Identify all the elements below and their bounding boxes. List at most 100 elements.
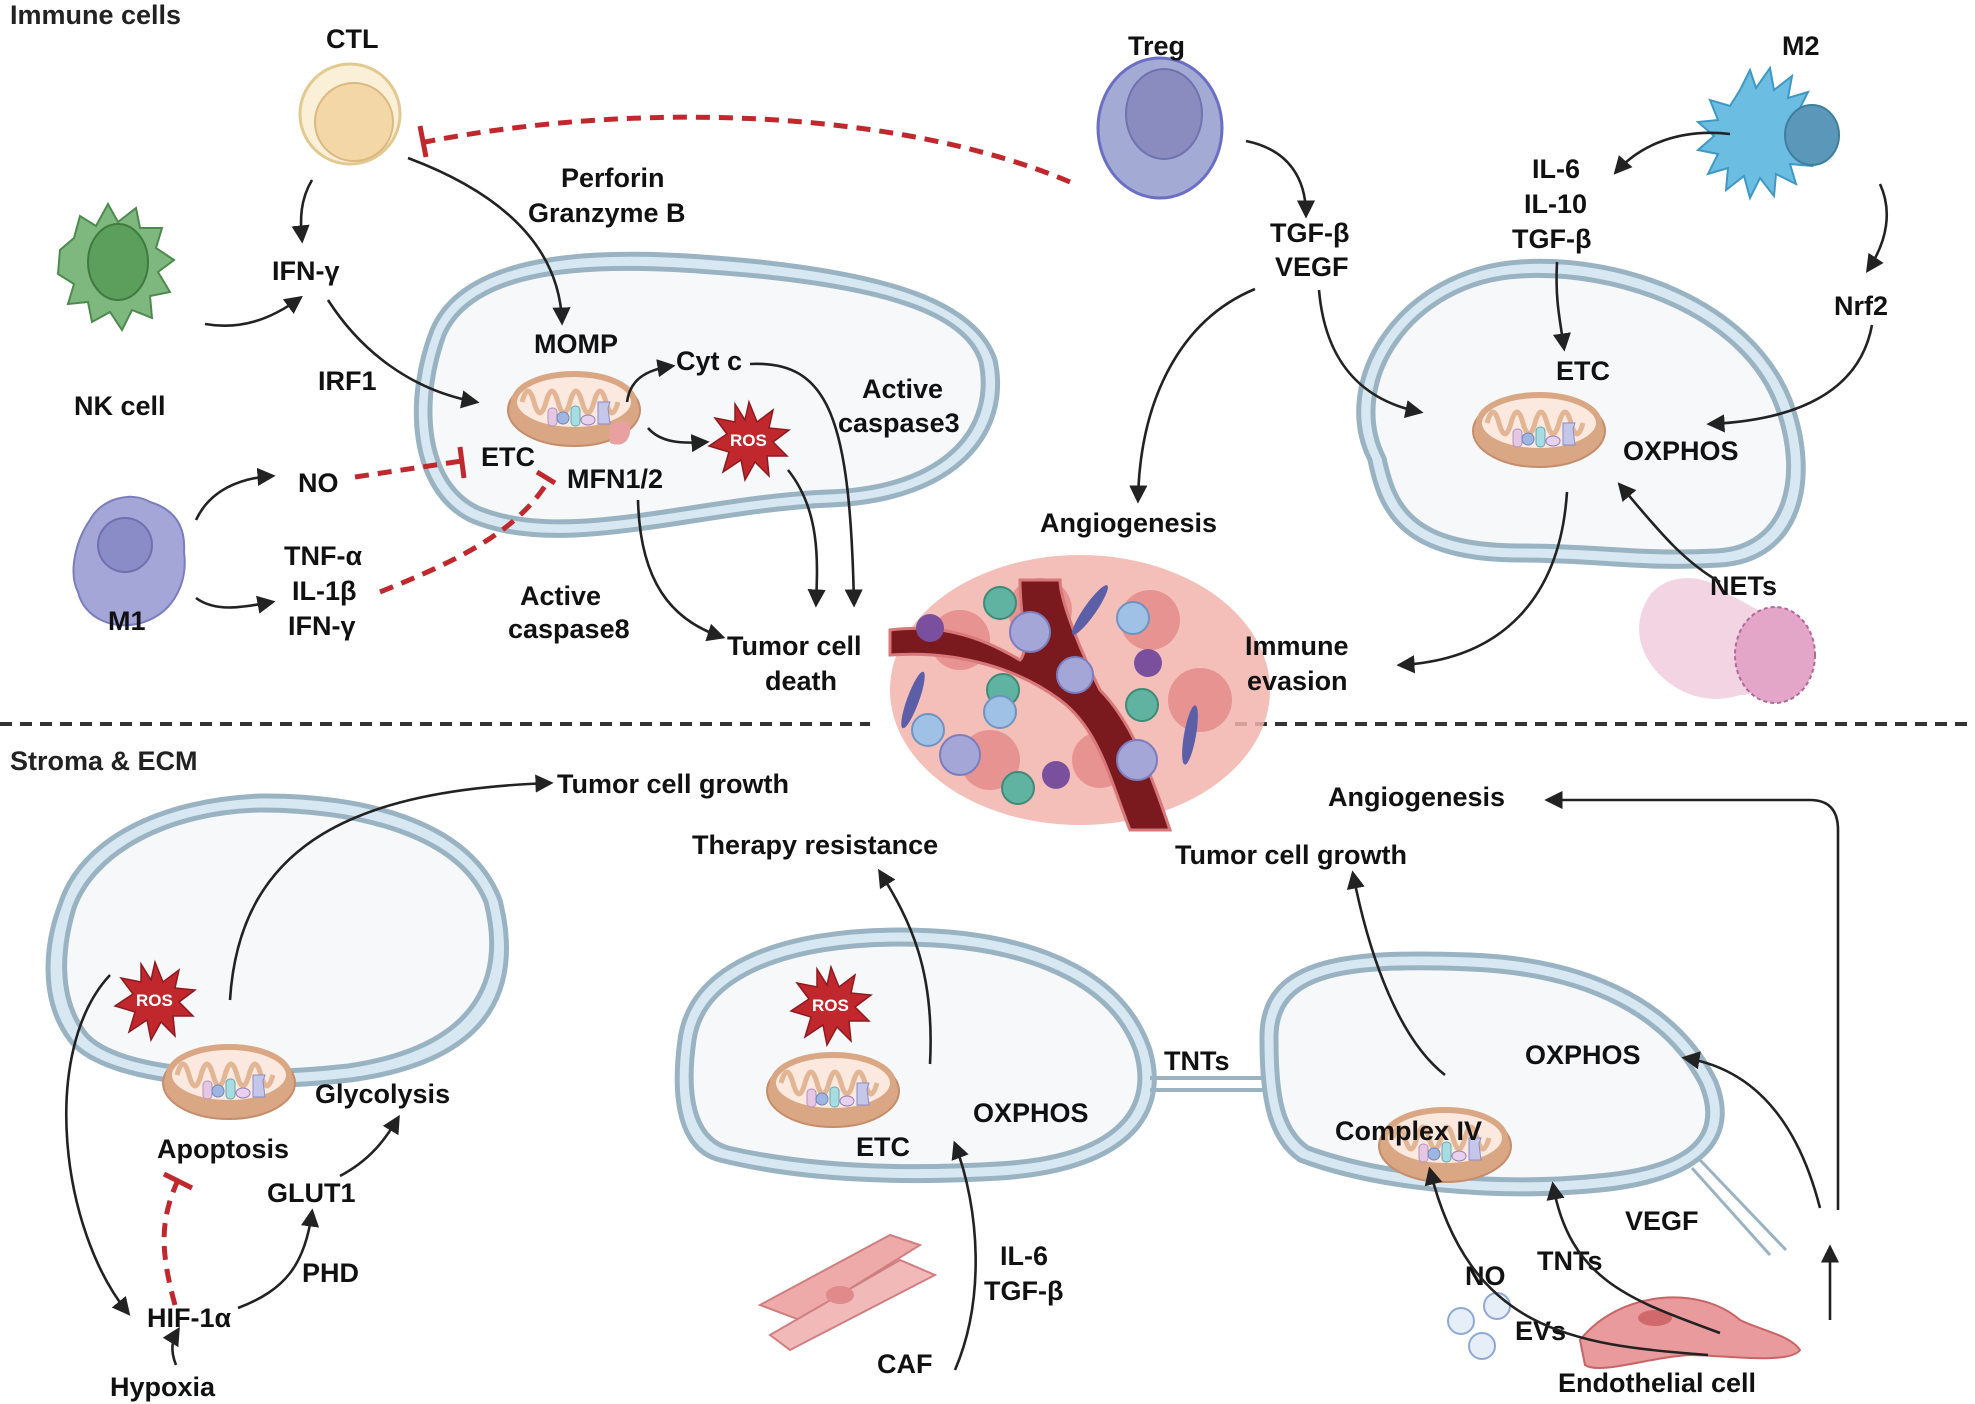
arrow-no-to-cell5: [1546, 1181, 1721, 1335]
arrow-hif-to-glut1: [237, 1208, 320, 1310]
oxphos-label-2: OXPHOS: [973, 1098, 1089, 1128]
nk-cell-label: NK cell: [74, 391, 166, 421]
arrow-m2-to-il6: [1613, 131, 1731, 175]
ros-label: ROS: [730, 431, 767, 450]
tnts-endothelial-tube: [1690, 1158, 1788, 1257]
inhibition-bar-apoptosis: [162, 1171, 194, 1191]
arrow-mito-to-growth1: [228, 774, 554, 1001]
casp3-label-a: Active: [862, 374, 943, 404]
endothelial-label: Endothelial cell: [1558, 1368, 1756, 1398]
casp8-label-b: caspase8: [508, 614, 630, 644]
tnts-label: TNTs: [1164, 1046, 1230, 1076]
arrow-hypoxia-to-hif: [162, 1326, 180, 1366]
oxphos-label-3: OXPHOS: [1525, 1040, 1641, 1070]
irf1-label: IRF1: [318, 366, 377, 396]
m2-il6-label: IL-6: [1532, 154, 1580, 184]
angiogenesis-label: Angiogenesis: [1040, 508, 1217, 538]
section-title-stroma: Stroma & ECM: [10, 746, 198, 776]
arrow-vegf-to-mito: [1317, 289, 1424, 419]
etc-label-2: ETC: [856, 1132, 910, 1162]
arrow-mito-to-evasion: [1396, 491, 1569, 674]
casp3-label-b: caspase3: [838, 408, 960, 438]
arrow-m1-to-no: [194, 467, 276, 521]
mfn-label: MFN1/2: [567, 464, 663, 494]
arrow-caf-to-etc: [951, 1140, 977, 1371]
m1-label: M1: [108, 606, 146, 636]
immune-evasion-label-b: evasion: [1247, 666, 1348, 696]
inhibition-no-to-etc: [354, 458, 463, 480]
mfn-protein-icon: [610, 421, 631, 445]
evs-icon: [1447, 1292, 1511, 1360]
growth-label-2: Tumor cell growth: [1175, 840, 1407, 870]
growth-label-1: Tumor cell growth: [557, 769, 789, 799]
arrow-ifng-to-etc: [326, 299, 480, 409]
inhibition-bar-etc-no: [457, 446, 467, 479]
arrow-m2-to-nrf2: [1865, 183, 1889, 274]
tnts-tube: [1150, 1076, 1265, 1092]
arrow-ros-to-hif: [65, 974, 131, 1316]
arrow-mito-to-growth2: [1346, 870, 1446, 1077]
m1-macrophage-icon: [72, 495, 186, 627]
mitochondrion-icon: [163, 1047, 295, 1119]
complex4-label: Complex IV: [1335, 1116, 1482, 1146]
arrow-glut1-to-glycolysis: [339, 1114, 400, 1178]
arrow-ros-to-death: [786, 469, 826, 608]
inhibition-bar-etc-cytokines: [535, 469, 557, 486]
etc-label: ETC: [481, 442, 535, 472]
treg-vegf-label: VEGF: [1275, 252, 1349, 282]
immune-evasion-label-a: Immune: [1245, 631, 1349, 661]
ctl-cell-icon: [298, 62, 402, 166]
arrow-vegf-to-oxphos: [1681, 1051, 1822, 1209]
tumor-cell-membrane-5: [1259, 951, 1725, 1197]
section-title-immune: Immune cells: [10, 0, 181, 30]
arrow-nets-to-oxphos: [1617, 482, 1721, 584]
il1b-label: IL-1β: [292, 576, 356, 606]
endothelial-cell-icon: [1578, 1296, 1802, 1369]
arrow-treg-to-tgfb: [1245, 139, 1316, 219]
nets-icon: [1639, 578, 1816, 704]
tumor-cell-membrane-4: [674, 927, 1157, 1184]
m2-il10-label: IL-10: [1524, 189, 1587, 219]
no-label: NO: [298, 468, 339, 498]
ctl-label: CTL: [326, 24, 378, 54]
tumor-microenvironment-icon: [888, 555, 1270, 832]
perforin-label: Perforin: [561, 163, 665, 193]
hif-label: HIF-1α: [147, 1303, 232, 1333]
arrow-mito-to-therapy: [878, 868, 932, 1065]
tumor-death-label-b: death: [765, 666, 837, 696]
cytc-label: Cyt c: [676, 346, 742, 376]
apoptosis-label: Apoptosis: [157, 1134, 289, 1164]
arrow-m1-to-cytokines: [195, 595, 276, 614]
ifng2-label: IFN-γ: [288, 611, 356, 641]
treg-tgfb-label: TGF-β: [1270, 218, 1349, 248]
arrow-vegf-to-angiogenesis2: [1544, 790, 1840, 1210]
treg-cell-icon: [1096, 56, 1224, 200]
glut1-label: GLUT1: [267, 1178, 356, 1208]
ros-label-1: ROS: [136, 991, 173, 1010]
arrow-evs-to-complex4: [1424, 1166, 1709, 1357]
etc-right-label: ETC: [1556, 356, 1610, 386]
therapy-resistance-label: Therapy resistance: [692, 830, 938, 860]
arrow-cytc-to-death: [749, 362, 863, 608]
m2-label: M2: [1782, 31, 1820, 61]
ros-label-2: ROS: [812, 996, 849, 1015]
arrow-ctl-to-ifng: [291, 179, 314, 244]
vegf-label: VEGF: [1625, 1206, 1699, 1236]
m2-tgfb-label: TGF-β: [1512, 224, 1591, 254]
glycolysis-label: Glycolysis: [315, 1079, 450, 1109]
tumor-death-label-a: Tumor cell: [727, 631, 862, 661]
granzyme-label: Granzyme B: [528, 198, 686, 228]
ifng-label: IFN-γ: [272, 256, 340, 286]
phd-label: PHD: [302, 1258, 359, 1288]
mitochondrion-icon: [767, 1055, 899, 1127]
momp-label: MOMP: [534, 329, 618, 359]
nrf2-label: Nrf2: [1834, 291, 1888, 321]
casp8-label-a: Active: [520, 581, 601, 611]
hypoxia-label: Hypoxia: [110, 1372, 216, 1402]
inhibition-cytokines-to-etc: [379, 476, 553, 595]
tgfb-label: TGF-β: [984, 1276, 1063, 1306]
m2-macrophage-icon: [1695, 65, 1840, 201]
arrow-tgfb-to-etc: [1552, 261, 1571, 352]
arrow-ctl-to-momp: [407, 156, 571, 326]
